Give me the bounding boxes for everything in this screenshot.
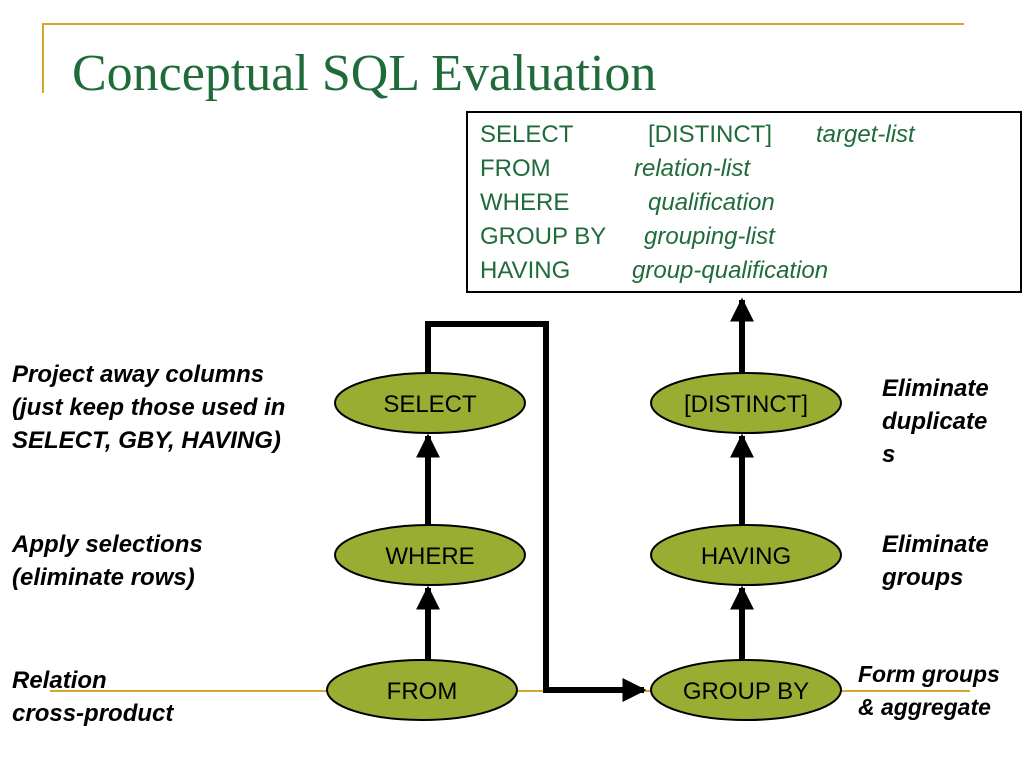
arrow-select-to-groupby [425,321,647,702]
sql-query-box: SELECT [DISTINCT] target-list FROM relat… [466,111,1022,293]
from-keyword: FROM [480,155,551,182]
having-keyword: HAVING [480,257,571,284]
annotation-project-line-2: (just keep those used in [12,394,286,421]
annotation-form-line-2: & aggregate [858,694,991,720]
node-from-label: FROM [387,678,458,705]
annotation-elimdup-line-2: duplicate [882,408,988,435]
decor-top-line [42,23,964,25]
node-from: FROM [326,659,518,721]
qualification-arg: qualification [648,189,775,216]
group-qualification-arg: group-qualification [632,257,829,284]
relation-list-arg: relation-list [634,155,751,182]
annotation-project-line-1: Project away columns [12,361,265,388]
grouping-list-arg: grouping-list [644,223,775,250]
node-distinct-label: [DISTINCT] [684,391,808,418]
annotation-project-line-3: SELECT, GBY, HAVING) [12,427,281,454]
annotation-relation-line-2: cross-product [12,700,174,727]
annotation-project-columns: Project away columns (just keep those us… [12,358,285,457]
node-having-label: HAVING [701,543,791,570]
groupby-keyword: GROUP BY [480,223,607,250]
annotation-relation-line-1: Relation [12,667,107,694]
node-where-label: WHERE [385,543,474,570]
distinct-keyword: [DISTINCT] [648,121,772,148]
decor-left-line [42,23,44,93]
where-keyword: WHERE [480,189,570,216]
node-where: WHERE [334,524,526,586]
annotation-elimdup-line-3: s [882,441,896,468]
annotation-form-groups: Form groups & aggregate [858,658,1000,724]
node-group-by-label: GROUP BY [683,678,809,705]
node-select-label: SELECT [383,391,477,418]
annotation-cross-product: Relation cross-product [12,664,173,730]
annotation-eliminate-groups: Eliminate groups [882,528,989,594]
annotation-eliminate-duplicates: Eliminate duplicate s [882,372,989,471]
annotation-elimgrp-line-1: Eliminate [882,531,989,558]
node-having: HAVING [650,524,842,586]
node-select: SELECT [334,372,526,434]
slide-title: Conceptual SQL Evaluation [72,45,657,102]
select-keyword: SELECT [480,121,574,148]
node-group-by: GROUP BY [650,659,842,721]
annotation-apply-line-1: Apply selections [12,531,203,558]
node-distinct: [DISTINCT] [650,372,842,434]
annotation-apply-line-2: (eliminate rows) [12,564,195,591]
annotation-elimgrp-line-2: groups [882,564,964,591]
annotation-apply-selections: Apply selections (eliminate rows) [12,528,203,594]
target-list-arg: target-list [816,121,915,148]
annotation-form-line-1: Form groups [858,661,1000,687]
annotation-elimdup-line-1: Eliminate [882,375,989,402]
